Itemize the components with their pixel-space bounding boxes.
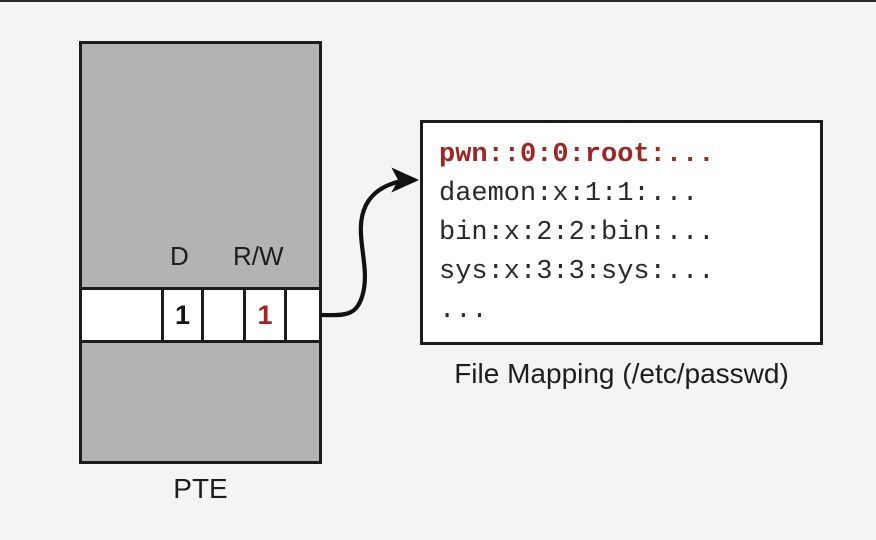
pte-cell-dirty-bit: 1 [164, 290, 204, 340]
pte-entry-row: 1 1 [79, 287, 322, 343]
pte-to-file-mapping-arrow [319, 167, 420, 318]
pte-cell-read-write-bit: 1 [246, 290, 287, 340]
pte-cell-4 [287, 290, 319, 340]
file-mapping-box: pwn::0:0:root:... daemon:x:1:1:... bin:x… [420, 120, 823, 345]
flag-label-read-write: R/W [233, 241, 284, 271]
file-line-4: ... [439, 296, 488, 326]
pte-cell-2 [204, 290, 246, 340]
pte-cell-0 [82, 290, 164, 340]
pte-memory-block [79, 41, 322, 464]
file-line-2: bin:x:2:2:bin:... [439, 218, 715, 248]
flag-label-dirty: D [170, 241, 189, 271]
file-line-3: sys:x:3:3:sys:... [439, 257, 715, 287]
file-line-1: daemon:x:1:1:... [439, 179, 699, 209]
file-mapping-caption: File Mapping (/etc/passwd) [454, 358, 789, 389]
file-line-0: pwn::0:0:root:... [439, 140, 715, 170]
pte-caption: PTE [173, 473, 228, 504]
